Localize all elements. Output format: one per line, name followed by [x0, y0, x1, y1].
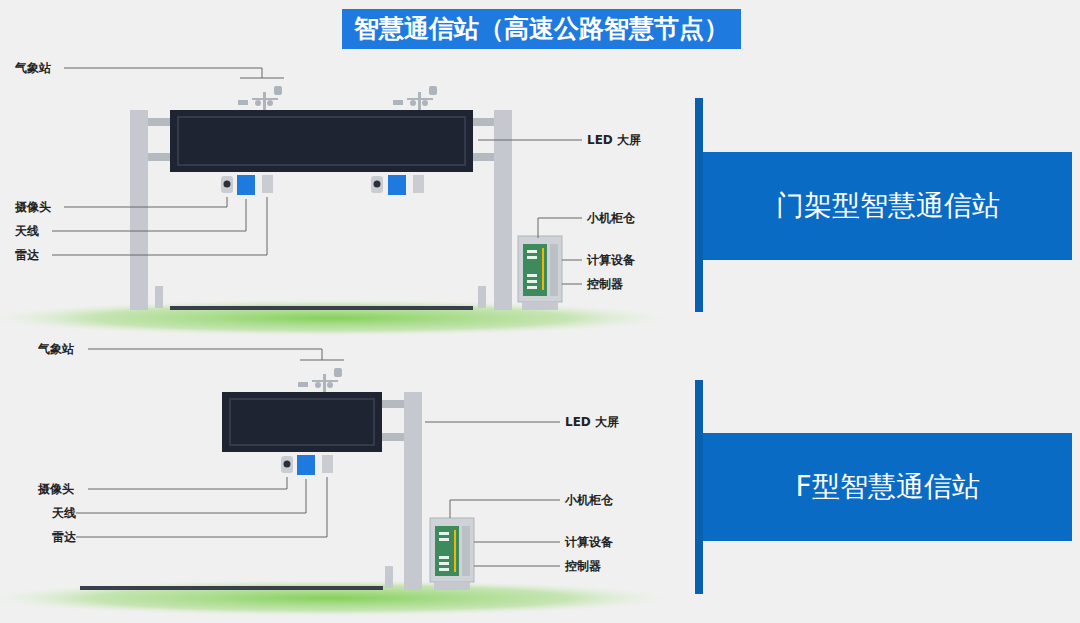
gantry-station [130, 86, 562, 310]
panel-text: 门架型智慧通信站 [776, 187, 1000, 225]
callout-label: 小机柜仓 [565, 492, 613, 508]
callout-label: 控制器 [565, 558, 601, 574]
title-panel: F型智慧通信站 [703, 433, 1072, 541]
callout-label: 气象站 [38, 341, 74, 357]
ground [0, 300, 670, 336]
ground [0, 580, 670, 616]
callout-label: 气象站 [15, 60, 51, 76]
callout-label: 雷达 [15, 247, 39, 263]
callout-label: 天线 [15, 223, 39, 239]
f-station [80, 368, 474, 590]
leader-line [76, 349, 560, 566]
panel-text: F型智慧通信站 [795, 468, 979, 506]
leader-line [52, 68, 582, 284]
accent-bar [695, 98, 703, 312]
callout-label: LED 大屏 [587, 132, 641, 148]
callout-label: 摄像头 [38, 481, 74, 497]
callout-label: 计算设备 [587, 252, 635, 268]
callout-label: 控制器 [587, 276, 623, 292]
title-banner: 智慧通信站（高速公路智慧节点） [342, 9, 741, 49]
title-panel: 门架型智慧通信站 [703, 152, 1072, 260]
callout-label: 小机柜仓 [587, 210, 635, 226]
callout-label: 雷达 [52, 529, 76, 545]
callout-label: LED 大屏 [565, 414, 619, 430]
accent-bar [695, 380, 703, 594]
callout-label: 计算设备 [565, 534, 613, 550]
callout-label: 天线 [52, 505, 76, 521]
callout-label: 摄像头 [15, 199, 51, 215]
